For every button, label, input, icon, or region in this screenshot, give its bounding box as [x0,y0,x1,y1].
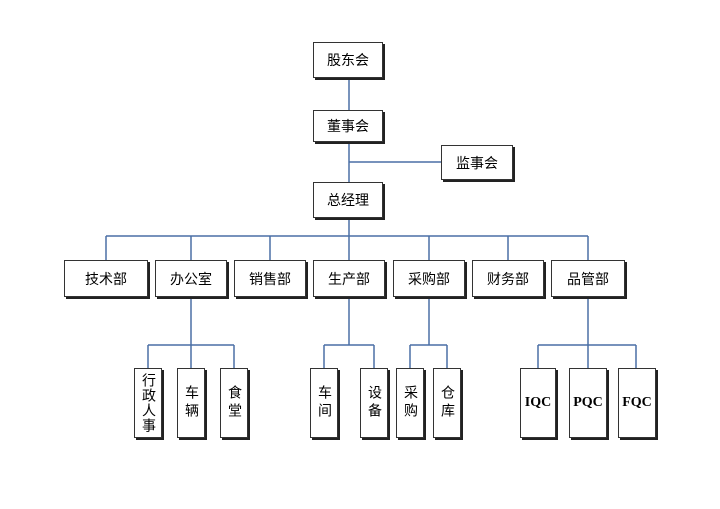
supervisors-box: 监事会 [441,145,513,180]
sub-purchase: 采购 [396,368,424,438]
sub-warehouse-label: 仓库 [439,385,455,421]
sub-vehicles-label: 车辆 [183,385,199,421]
sub-iqc: IQC [520,368,556,438]
dept-purchasing: 采购部 [393,260,465,297]
dept-tech: 技术部 [64,260,148,297]
sub-vehicles: 车辆 [177,368,205,438]
dept-finance: 财务部 [472,260,544,297]
shareholders-label: 股东会 [327,53,369,69]
dept-tech-label: 技术部 [85,271,127,288]
sub-pqc-label: PQC [573,395,603,410]
sub-workshop-label: 车间 [316,385,332,421]
dept-office: 办公室 [155,260,227,297]
sub-admin: 行政人事 [134,368,162,438]
gm-box: 总经理 [313,182,383,218]
gm-label: 总经理 [327,193,369,209]
sub-equipment: 设备 [360,368,388,438]
sub-fqc-label: FQC [622,395,652,410]
supervisors-label: 监事会 [456,155,498,172]
shareholders-box: 股东会 [313,42,383,78]
sub-workshop: 车间 [310,368,338,438]
sub-fqc: FQC [618,368,656,438]
sub-purchase-label: 采购 [402,385,418,421]
dept-production: 生产部 [313,260,385,297]
dept-quality-label: 品管部 [567,271,609,288]
board-box: 董事会 [313,110,383,142]
dept-office-label: 办公室 [170,271,212,288]
dept-purchasing-label: 采购部 [408,271,450,288]
dept-sales: 销售部 [234,260,306,297]
sub-equipment-label: 设备 [366,385,382,421]
sub-canteen: 食堂 [220,368,248,438]
sub-iqc-label: IQC [524,395,552,410]
dept-finance-label: 财务部 [487,271,529,288]
dept-sales-label: 销售部 [249,271,291,288]
sub-warehouse: 仓库 [433,368,461,438]
dept-quality: 品管部 [551,260,625,297]
dept-production-label: 生产部 [328,271,370,288]
sub-pqc: PQC [569,368,607,438]
sub-admin-label: 行政人事 [140,373,156,433]
sub-canteen-label: 食堂 [226,385,242,421]
board-label: 董事会 [327,119,369,135]
